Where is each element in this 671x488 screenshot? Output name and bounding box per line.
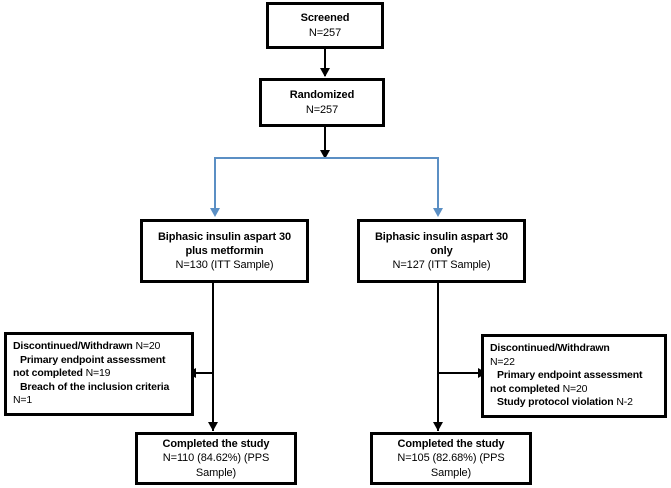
node-arm-left-title-line1: Biphasic insulin aspart 30: [157, 230, 292, 243]
connector-arm-right-to-discontinued: [438, 372, 480, 374]
node-completed-right-title: Completed the study: [397, 438, 505, 451]
node-arm-right-count: N=127 (ITT Sample): [392, 259, 491, 272]
node-completed-left-count-line1: N=110 (84.62%) (PPS: [162, 452, 270, 465]
node-screened[interactable]: Screened N=257: [266, 2, 384, 49]
node-arm-right-title-line2: only: [430, 244, 453, 257]
discontinued-right-line-2: N=22: [490, 355, 515, 368]
node-completed-right-count-line1: N=105 (82.68%) (PPS: [397, 452, 505, 465]
discontinued-left-line-5: N=1: [13, 394, 33, 407]
node-discontinued-left[interactable]: Discontinued/Withdrawn N=20 Primary endp…: [4, 332, 194, 416]
arrowhead-split-to-arm-left: [210, 208, 220, 217]
node-arm-right[interactable]: Biphasic insulin aspart 30 only N=127 (I…: [357, 219, 526, 283]
connector-split-right-vertical: [437, 157, 439, 214]
node-discontinued-right[interactable]: Discontinued/Withdrawn N=22 Primary endp…: [481, 334, 667, 418]
connector-arm-right-to-completed: [437, 283, 439, 431]
node-randomized[interactable]: Randomized N=257: [259, 78, 385, 127]
connector-split-horizontal: [214, 157, 439, 159]
node-arm-left-title-line2: plus metformin: [185, 244, 264, 257]
discontinued-right-line-3: Primary endpoint assessment: [497, 369, 643, 382]
arrowhead-arm-right-to-completed: [433, 422, 443, 431]
node-screened-count: N=257: [308, 26, 342, 39]
connector-arm-left-to-discontinued: [196, 372, 213, 374]
arrowhead-split-to-arm-right: [433, 208, 443, 217]
discontinued-left-line-3: not completed N=19: [13, 367, 111, 380]
connector-split-left-vertical: [214, 157, 216, 214]
discontinued-left-line-2: Primary endpoint assessment: [20, 353, 166, 366]
node-completed-left-count-line2: Sample): [195, 466, 237, 479]
arrowhead-randomized-to-split: [320, 150, 330, 159]
arrowhead-screened-to-randomized: [320, 68, 330, 77]
discontinued-right-line-4: not completed N=20: [490, 382, 588, 395]
node-arm-left-count: N=130 (ITT Sample): [175, 259, 274, 272]
node-completed-right[interactable]: Completed the study N=105 (82.68%) (PPS …: [370, 432, 532, 485]
node-completed-right-count-line2: Sample): [430, 466, 472, 479]
discontinued-right-line-1: Discontinued/Withdrawn: [490, 341, 610, 354]
node-completed-left[interactable]: Completed the study N=110 (84.62%) (PPS …: [135, 432, 297, 485]
connector-randomized-to-split: [324, 127, 326, 159]
discontinued-left-line-1: Discontinued/Withdrawn N=20: [13, 339, 161, 352]
node-randomized-count: N=257: [305, 103, 339, 116]
discontinued-right-line-5: Study protocol violation N-2: [497, 396, 633, 409]
node-completed-left-title: Completed the study: [162, 438, 270, 451]
connector-screened-to-randomized: [324, 49, 326, 76]
connector-arm-left-to-completed: [212, 283, 214, 431]
arrowhead-arm-left-to-completed: [208, 422, 218, 431]
discontinued-left-line-4: Breach of the inclusion criteria: [20, 380, 170, 393]
node-arm-right-title-line1: Biphasic insulin aspart 30: [374, 230, 509, 243]
node-randomized-title: Randomized: [289, 89, 355, 102]
node-screened-title: Screened: [300, 12, 350, 25]
node-arm-left[interactable]: Biphasic insulin aspart 30 plus metformi…: [140, 219, 309, 283]
